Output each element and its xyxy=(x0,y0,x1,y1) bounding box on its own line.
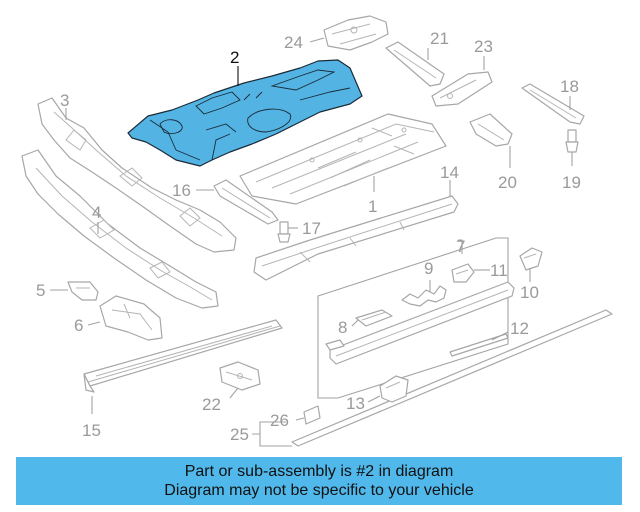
callout-23: 23 xyxy=(474,37,493,56)
callout-3: 3 xyxy=(60,91,69,110)
part-11-bracket[interactable] xyxy=(451,263,475,283)
callout-5: 5 xyxy=(36,281,45,300)
callout-24: 24 xyxy=(284,33,303,52)
part-24-bracket[interactable] xyxy=(323,15,389,51)
part-4-frame-rail[interactable] xyxy=(21,149,219,309)
callout-9: 9 xyxy=(424,259,433,278)
callout-22: 22 xyxy=(202,395,221,414)
part-3-frame-rail[interactable] xyxy=(37,97,237,253)
callout-21: 21 xyxy=(430,29,449,48)
callout-11: 11 xyxy=(490,261,508,280)
callout-8: 8 xyxy=(338,318,347,337)
part-19-bolt[interactable] xyxy=(565,129,579,153)
callout-25: 25 xyxy=(230,425,249,444)
callout-18: 18 xyxy=(560,77,579,96)
callout-17: 17 xyxy=(302,219,321,238)
callout-20: 20 xyxy=(498,173,517,192)
callout-labels: 1 2 3 4 5 6 7 8 9 10 11 12 13 14 15 16 1… xyxy=(36,29,581,444)
part-25-sill-strip[interactable] xyxy=(291,309,613,447)
part-17-bolt[interactable] xyxy=(277,221,291,243)
banner-line-2: Diagram may not be specific to your vehi… xyxy=(164,482,474,499)
callout-2: 2 xyxy=(230,48,239,67)
part-7-group-box xyxy=(317,237,509,399)
part-26-clip[interactable] xyxy=(303,405,321,425)
parts-diagram: 1 2 3 4 5 6 7 8 9 10 11 12 13 14 15 16 1… xyxy=(21,15,613,447)
part-22-bracket[interactable] xyxy=(219,361,261,391)
part-23-bracket[interactable] xyxy=(431,71,493,107)
part-8-bracket[interactable] xyxy=(355,309,393,327)
part-14-side-rail[interactable] xyxy=(253,195,459,281)
part-15-reinforcement[interactable] xyxy=(83,319,283,393)
part-13-bracket[interactable] xyxy=(379,375,409,403)
notice-banner: Part or sub-assembly is #2 in diagram Di… xyxy=(16,457,622,505)
callout-15: 15 xyxy=(82,421,101,440)
part-18-bracket[interactable] xyxy=(521,83,585,125)
callout-19: 19 xyxy=(562,173,581,192)
callout-7: 7 xyxy=(456,237,465,256)
callout-6: 6 xyxy=(74,316,83,335)
part-20-bracket[interactable] xyxy=(469,113,513,147)
part-6-bracket[interactable] xyxy=(99,295,163,341)
callout-13: 13 xyxy=(346,394,365,413)
callout-4: 4 xyxy=(92,203,101,222)
callout-26: 26 xyxy=(270,411,289,430)
callout-16: 16 xyxy=(172,181,191,200)
callout-12: 12 xyxy=(510,319,529,338)
part-5-bracket[interactable] xyxy=(67,281,99,301)
part-9-reinforcement[interactable] xyxy=(401,285,447,307)
callout-1: 1 xyxy=(368,197,377,216)
part-21-bracket[interactable] xyxy=(385,41,445,87)
callout-14: 14 xyxy=(440,163,459,182)
banner-line-1: Part or sub-assembly is #2 in diagram xyxy=(184,463,454,480)
part-2-floor-pan[interactable] xyxy=(127,59,363,167)
callout-10: 10 xyxy=(520,283,539,302)
part-16-crossmember[interactable] xyxy=(213,179,279,225)
part-1-floor-panel[interactable] xyxy=(239,113,447,205)
part-10-bracket[interactable] xyxy=(519,247,543,271)
leader-lines xyxy=(50,37,573,447)
part-7-rocker-panel[interactable] xyxy=(325,281,515,365)
